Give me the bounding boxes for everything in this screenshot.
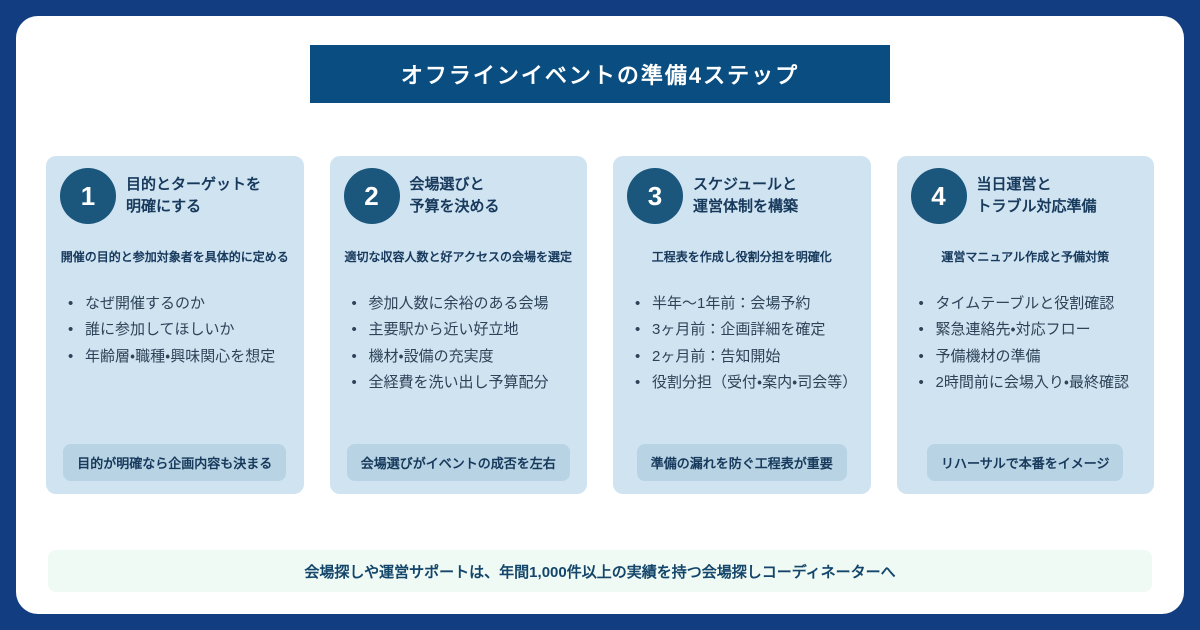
page-title: オフラインイベントの準備4ステップ xyxy=(400,63,800,88)
bullet-item: 主要駅から近い好立地 xyxy=(350,317,574,344)
step-title-line2: 運営体制を構築 xyxy=(693,198,799,215)
bullet-item: 全経費を洗い出し予算配分 xyxy=(350,370,574,397)
step-number: 4 xyxy=(931,180,946,211)
step-card-header: 4 当日運営と トラブル対応準備 xyxy=(910,168,1141,224)
step-number: 2 xyxy=(364,180,379,211)
bullet-item: 役割分担（受付・案内・司会等） xyxy=(633,370,857,397)
step-bullet-list: 参加人数に余裕のある会場 主要駅から近い好立地 機材・設備の充実度 全経費を洗い… xyxy=(344,291,574,396)
step-subtitle: 適切な収容人数と好アクセスの会場を選定 xyxy=(344,250,572,264)
step-title-line2: トラブル対応準備 xyxy=(976,198,1097,215)
step-title-line2: 明確にする xyxy=(126,198,202,215)
step-title: 目的とターゲットを 明確にする xyxy=(126,174,261,219)
step-keypoint-badge: 準備の漏れを防ぐ工程表が重要 xyxy=(636,444,847,481)
step-card-header: 3 スケジュールと 運営体制を構築 xyxy=(627,168,857,224)
step-subtitle: 開催の目的と参加対象者を具体的に定める xyxy=(60,250,289,264)
step-number: 1 xyxy=(80,180,96,211)
footer-note-text: 会場探しや運営サポートは、年間1,000件以上の実績を持つ会場探しコーディネータ… xyxy=(304,563,896,581)
footer-note-bar: 会場探しや運営サポートは、年間1,000件以上の実績を持つ会場探しコーディネータ… xyxy=(48,550,1152,592)
step-title-line1: 会場選びと xyxy=(409,175,485,193)
step-card-3: 3 スケジュールと 運営体制を構築 工程表を作成し役割分担を明確化 半年〜1年前… xyxy=(613,156,871,494)
step-bullet-list: 半年〜1年前：会場予約 3ヶ月前：企画詳細を確定 2ヶ月前：告知開始 役割分担（… xyxy=(627,291,857,396)
step-title-line2: 予算を決める xyxy=(409,198,500,215)
bullet-item: 予備機材の準備 xyxy=(917,344,1141,371)
bullet-item: 緊急連絡先・対応フロー xyxy=(917,317,1141,344)
step-bullet-list: なぜ開催するのか 誰に参加してほしいか 年齢層・職種・興味関心を想定 xyxy=(60,291,290,370)
step-card-header: 1 目的とターゲットを 明確にする xyxy=(60,168,290,224)
bullet-item: 誰に参加してほしいか xyxy=(66,317,290,344)
page-title-bar: オフラインイベントの準備4ステップ xyxy=(310,45,890,103)
bullet-item: 3ヶ月前：企画詳細を確定 xyxy=(633,317,857,344)
step-number: 3 xyxy=(647,180,663,211)
step-card-2: 2 会場選びと 予算を決める 適切な収容人数と好アクセスの会場を選定 参加人数に… xyxy=(329,156,587,494)
step-number-circle: 3 xyxy=(627,168,683,224)
bullet-item: タイムテーブルと役割確認 xyxy=(917,291,1141,318)
step-card-1: 1 目的とターゲットを 明確にする 開催の目的と参加対象者を具体的に定める なぜ… xyxy=(46,156,304,494)
content-panel: オフラインイベントの準備4ステップ 1 目的とターゲットを 明確にする 開催の目… xyxy=(16,16,1184,614)
step-number-circle: 2 xyxy=(343,168,400,224)
step-keypoint-badge: 目的が明確なら企画内容も決まる xyxy=(63,444,287,481)
bullet-item: 2時間前に会場入り・最終確認 xyxy=(917,370,1141,397)
step-number-circle: 4 xyxy=(910,168,967,224)
step-title: スケジュールと 運営体制を構築 xyxy=(693,174,798,219)
bullet-item: 2ヶ月前：告知開始 xyxy=(633,344,857,371)
step-title-line1: 目的とターゲットを xyxy=(126,175,262,193)
bullet-item: 機材・設備の充実度 xyxy=(350,344,574,371)
bullet-item: なぜ開催するのか xyxy=(66,291,290,318)
step-title-line1: 当日運営と xyxy=(976,175,1052,193)
step-title-line1: スケジュールと xyxy=(693,175,797,193)
step-subtitle: 運営マニュアル作成と予備対策 xyxy=(941,250,1110,264)
bullet-item: 半年〜1年前：会場予約 xyxy=(633,291,857,318)
step-subtitle: 工程表を作成し役割分担を明確化 xyxy=(651,250,832,264)
bullet-item: 年齢層・職種・興味関心を想定 xyxy=(66,344,290,371)
step-card-header: 2 会場選びと 予算を決める xyxy=(343,168,574,224)
bullet-item: 参加人数に余裕のある会場 xyxy=(350,291,574,318)
step-keypoint-badge: リハーサルで本番をイメージ xyxy=(927,444,1124,481)
step-title: 当日運営と トラブル対応準備 xyxy=(977,174,1097,219)
step-number-circle: 1 xyxy=(60,168,116,224)
step-keypoint-badge: 会場選びがイベントの成否を左右 xyxy=(346,444,570,481)
steps-row: 1 目的とターゲットを 明確にする 開催の目的と参加対象者を具体的に定める なぜ… xyxy=(46,156,1154,494)
step-title: 会場選びと 予算を決める xyxy=(410,174,500,219)
step-bullet-list: タイムテーブルと役割確認 緊急連絡先・対応フロー 予備機材の準備 2時間前に会場… xyxy=(911,291,1141,396)
step-card-4: 4 当日運営と トラブル対応準備 運営マニュアル作成と予備対策 タイムテーブルと… xyxy=(896,156,1154,494)
